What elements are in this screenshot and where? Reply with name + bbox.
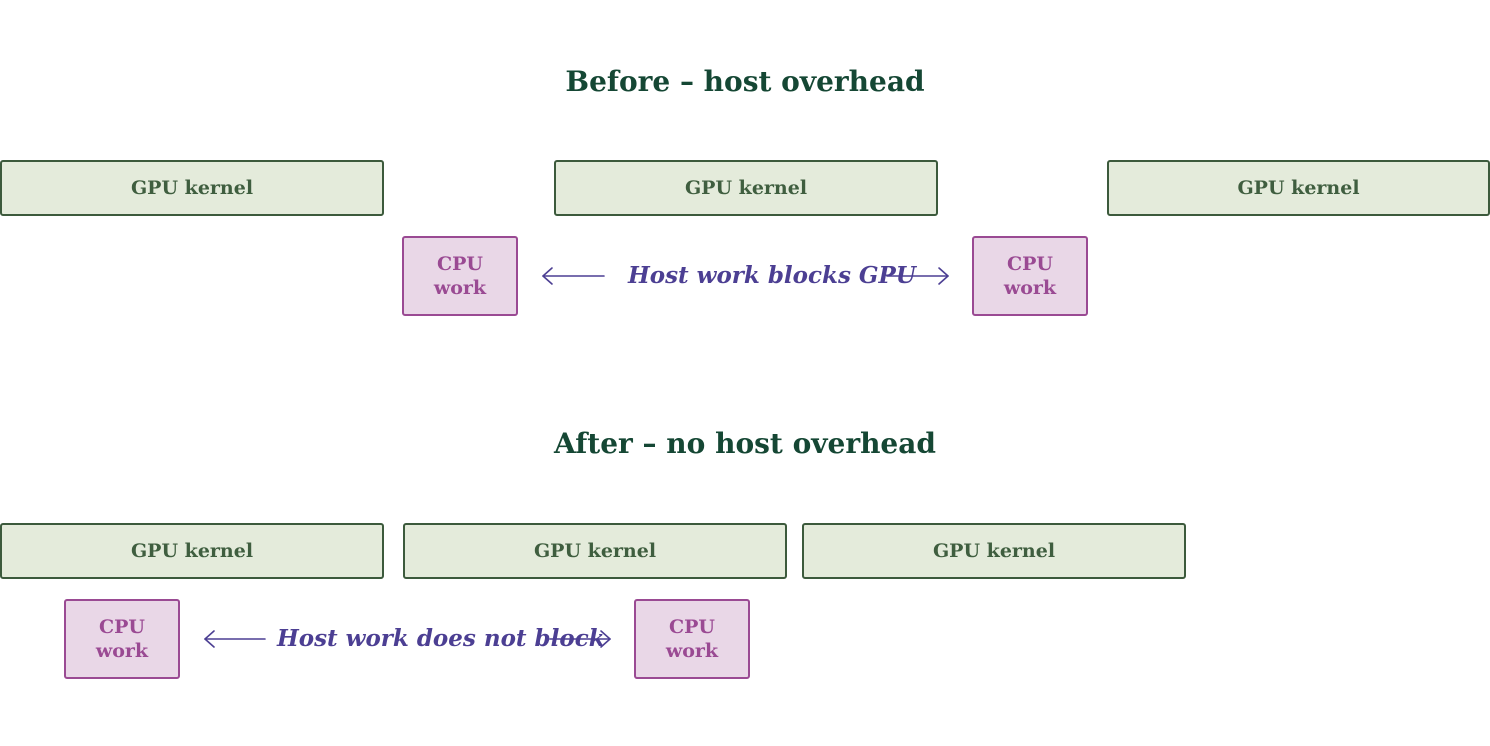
before-gpu-kernel-3: GPU kernel bbox=[1107, 160, 1490, 216]
after-title: After – no host overhead bbox=[554, 427, 936, 460]
before-gpu-kernel-2: GPU kernel bbox=[554, 160, 938, 216]
cpu-label-line1: CPU bbox=[1007, 253, 1053, 275]
cpu-label-line2: work bbox=[433, 277, 487, 299]
before-left-arrow-icon bbox=[542, 267, 605, 285]
cpu-label-line1: CPU bbox=[437, 253, 483, 275]
cpu-label-line2: work bbox=[1003, 277, 1057, 299]
after-gpu-kernel-2: GPU kernel bbox=[403, 523, 787, 579]
cpu-label-line2: work bbox=[665, 640, 719, 662]
before-cpu-work-1: CPU work bbox=[402, 236, 518, 316]
before-cpu-work-2: CPU work bbox=[972, 236, 1088, 316]
cpu-label-line2: work bbox=[95, 640, 149, 662]
after-gpu-kernel-3: GPU kernel bbox=[802, 523, 1186, 579]
after-cpu-work-2: CPU work bbox=[634, 599, 750, 679]
before-gpu-kernel-1: GPU kernel bbox=[0, 160, 384, 216]
after-left-arrow-icon bbox=[204, 630, 266, 648]
after-cpu-work-1: CPU work bbox=[64, 599, 180, 679]
before-annotation: Host work blocks GPU bbox=[628, 262, 916, 289]
cpu-label-line1: CPU bbox=[669, 616, 715, 638]
before-title: Before – host overhead bbox=[565, 65, 925, 98]
after-annotation: Host work does not block bbox=[277, 625, 605, 652]
after-gpu-kernel-1: GPU kernel bbox=[0, 523, 384, 579]
cpu-label-line1: CPU bbox=[99, 616, 145, 638]
